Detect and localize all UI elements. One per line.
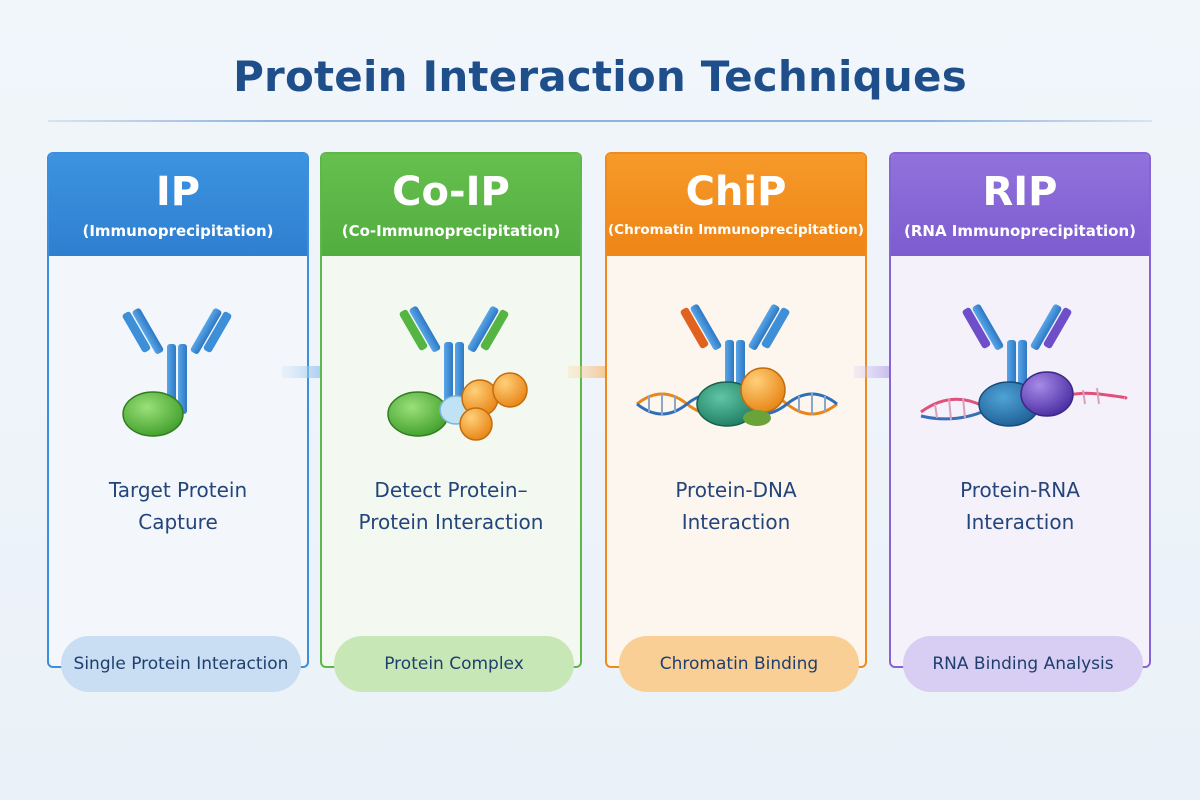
card-fullname: (Chromatin Immunoprecipitation) bbox=[608, 222, 864, 238]
card-description: Detect Protein– Protein Interaction bbox=[358, 478, 544, 534]
antibody-rna-icon bbox=[920, 304, 1128, 427]
card-abbr: IP bbox=[155, 169, 201, 215]
title-divider bbox=[48, 120, 1152, 122]
card-rip: RIP (RNA Immunoprecipitation) Protein-RN… bbox=[889, 152, 1151, 692]
card-description: Protein-RNA Interaction bbox=[960, 478, 1080, 534]
card-tag-pill: Single Protein Interaction bbox=[61, 636, 301, 692]
card-header-coip: Co-IP (Co-Immunoprecipitation) bbox=[322, 154, 580, 256]
card-header-chip: ChiP (Chromatin Immunoprecipitation) bbox=[607, 154, 865, 256]
antibody-protein-icon bbox=[122, 308, 232, 437]
page-title: Protein Interaction Techniques bbox=[233, 52, 967, 101]
card-fullname: (Immunoprecipitation) bbox=[82, 222, 274, 240]
card-coip: Co-IP (Co-Immunoprecipitation) Detect Pr… bbox=[320, 152, 582, 692]
card-abbr: ChiP bbox=[685, 169, 787, 215]
card-header-ip: IP (Immunoprecipitation) bbox=[49, 154, 307, 256]
antibody-complex-icon bbox=[387, 306, 528, 441]
card-abbr: Co-IP bbox=[392, 169, 510, 215]
antibody-dna-icon bbox=[636, 304, 838, 427]
card-tag-pill: Protein Complex bbox=[334, 636, 574, 692]
card-chip: ChiP (Chromatin Immunoprecipitation) bbox=[605, 152, 867, 692]
card-abbr: RIP bbox=[982, 169, 1058, 215]
card-fullname: (Co-Immunoprecipitation) bbox=[341, 222, 561, 240]
card-description: Target Protein Capture bbox=[108, 478, 248, 534]
card-fullname: (RNA Immunoprecipitation) bbox=[904, 222, 1136, 240]
card-description: Protein-DNA Interaction bbox=[675, 478, 797, 534]
card-tag-pill: RNA Binding Analysis bbox=[903, 636, 1143, 692]
card-tag-pill: Chromatin Binding bbox=[619, 636, 859, 692]
card-header-rip: RIP (RNA Immunoprecipitation) bbox=[891, 154, 1149, 256]
card-ip: IP (Immunoprecipitation) Target Protein … bbox=[47, 152, 309, 692]
